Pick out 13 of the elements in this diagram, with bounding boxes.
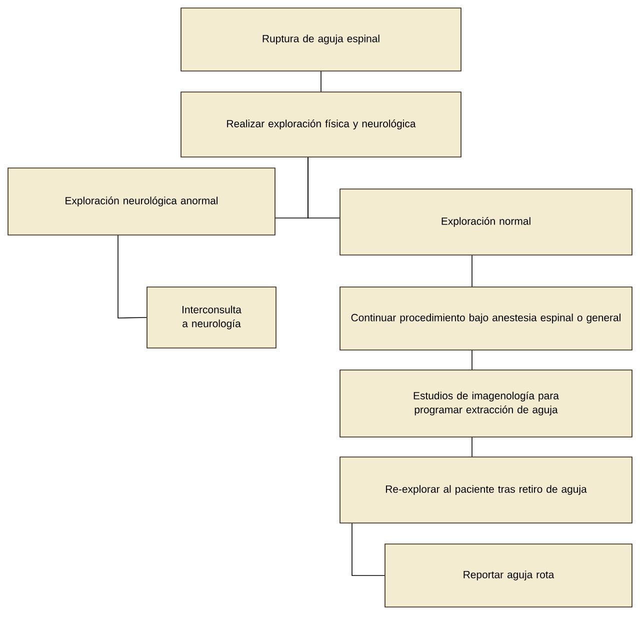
process-box: Interconsulta a neurología (146, 286, 276, 348)
connector-line (320, 71, 322, 92)
process-box: Exploración neurológica anormal (8, 168, 276, 236)
process-box: Reportar aguja rota (384, 544, 632, 608)
connector-line (308, 157, 340, 218)
connector-line (352, 523, 385, 576)
process-box: Continuar procedimiento bajo anestesia espinal o general (340, 286, 632, 350)
process-box: Exploración normal (340, 188, 632, 256)
process-box: Ruptura de aguja espinal (180, 8, 462, 72)
connector-line (118, 235, 147, 318)
process-box: Re-explorar al paciente tras retiro de aguja (340, 456, 632, 524)
process-box: Estudios de imagenología para programar extracción de aguja (340, 370, 632, 438)
process-box: Realizar exploración física y neurológica (180, 92, 462, 158)
